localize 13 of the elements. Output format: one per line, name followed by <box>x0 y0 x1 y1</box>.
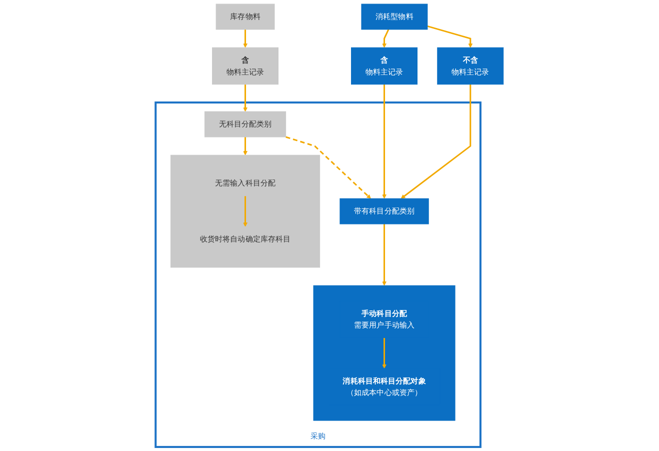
arrow <box>243 29 248 48</box>
arrow <box>243 84 248 112</box>
arrow <box>286 136 371 199</box>
arrow <box>243 196 248 227</box>
arrow <box>427 25 473 48</box>
arrow <box>400 84 472 199</box>
arrow <box>382 338 386 369</box>
arrow <box>382 29 390 48</box>
cluster <box>313 285 456 421</box>
arrow <box>382 224 386 286</box>
arrow <box>382 84 386 199</box>
cluster <box>170 154 320 268</box>
arrow <box>243 136 248 156</box>
